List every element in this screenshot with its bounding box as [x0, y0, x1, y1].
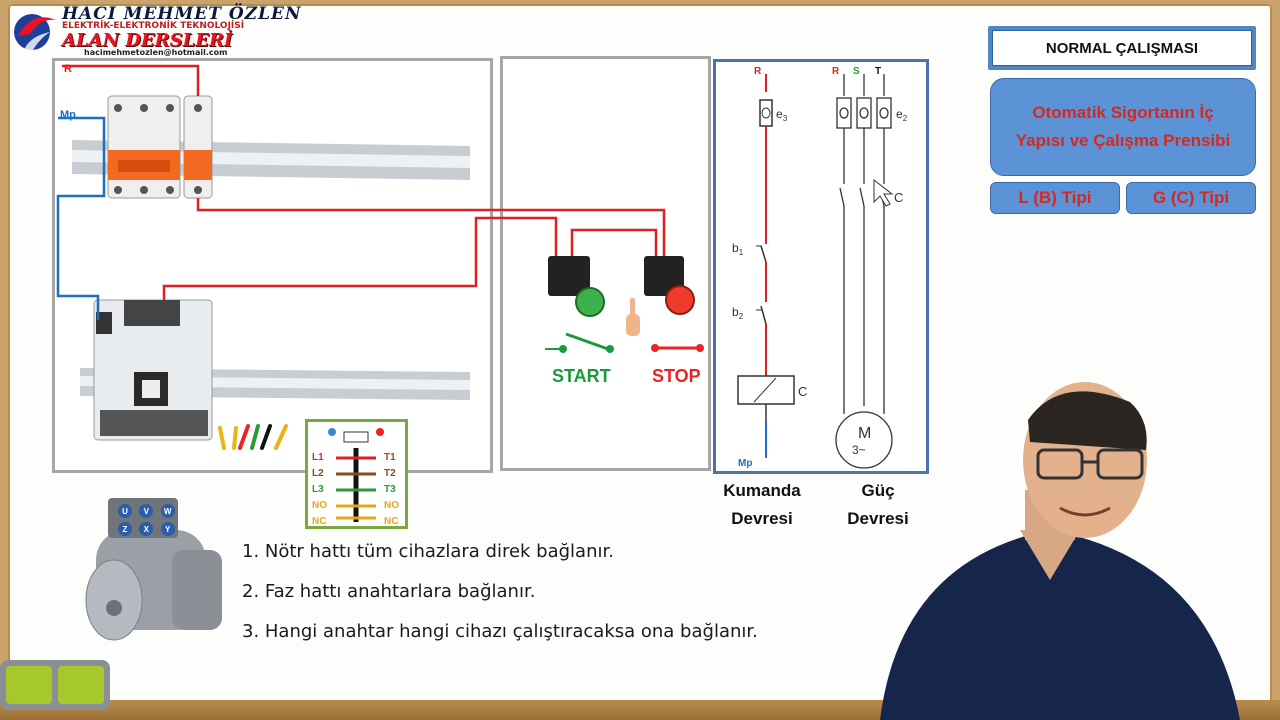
b1-label: b1 [732, 241, 744, 257]
l-type-button[interactable]: L (B) Tipi [990, 182, 1120, 214]
instruction-list: 1. Nötr hattı tüm cihazlara direk bağlan… [242, 540, 758, 660]
start-contact-symbol [545, 332, 614, 353]
e2-label: e2 [896, 107, 908, 123]
terminal-right-labels: T1 T2 T3 NO NC [384, 452, 399, 527]
motor-label: M [858, 425, 871, 442]
contact-label: C [894, 190, 903, 205]
electric-motor-image [85, 498, 222, 641]
jumper-wires [218, 424, 288, 450]
terminal-left-labels: L1 L2 L3 NO NC [312, 452, 327, 527]
instruction-item: 2. Faz hattı anahtarlara bağlanır. [242, 581, 536, 602]
motor-terminal: V [139, 504, 154, 518]
normal-operation-box: NORMAL ÇALIŞMASI [988, 26, 1256, 70]
button-b1-symbol [756, 242, 767, 263]
schematic-mp-label: Mp [738, 458, 752, 469]
contactor-terminal-legend: L1 L2 L3 NO NC T1 T2 T3 NO NC [305, 419, 408, 529]
presenter-video [880, 382, 1240, 720]
pointer-hand-icon [626, 298, 640, 336]
circuit-breaker-1p [183, 95, 213, 199]
phase-label: R [64, 63, 72, 75]
start-label: START [552, 366, 611, 386]
motor-terminal: Y [160, 522, 175, 536]
schematic-s-label: S [853, 66, 860, 77]
schematic-t-label: T [875, 66, 881, 77]
logo-title: ALAN DERSLERİ [62, 30, 233, 51]
motor-phase-label: 3~ [852, 443, 866, 457]
logo-icon [14, 14, 56, 52]
logo-subtitle: ELEKTRİK-ELEKTRONİK TEKNOLOJİSİ [62, 21, 245, 31]
circuit-breaker-3p [107, 95, 181, 199]
normal-operation-title: NORMAL ÇALIŞMASI [992, 30, 1252, 66]
instruction-item: 3. Hangi anahtar hangi cihazı çalıştırac… [242, 621, 758, 642]
stop-contact-symbol [651, 344, 704, 352]
power-lines [835, 74, 893, 469]
logo-email: hacimehmetozlen@hotmail.com [84, 48, 228, 57]
coil-c [737, 375, 795, 405]
control-power-schematic: R R S T e3 e2 b1 b2 C C Mp M 3~ [732, 66, 908, 469]
motor-terminal-box: U V W Z X Y [118, 504, 178, 536]
double-pushbutton-image [0, 660, 110, 710]
motor-terminal: W [160, 504, 175, 518]
start-pushbutton[interactable] [548, 256, 605, 317]
contactor [93, 299, 213, 441]
instruction-item: 1. Nötr hattı tüm cihazlara direk bağlan… [242, 541, 614, 562]
schematic-panel [713, 59, 929, 474]
stop-label: STOP [652, 366, 701, 386]
stop-pushbutton[interactable] [644, 256, 695, 315]
schematic-r-label: R [754, 66, 762, 77]
logo-name: HACI MEHMET ÖZLEN [62, 4, 302, 24]
mouse-cursor-icon [873, 178, 894, 207]
button-b2-symbol [756, 305, 767, 325]
terminal-legend-drawing [328, 428, 384, 522]
green-button-face [6, 666, 52, 704]
neutral-label: Mp [60, 109, 76, 121]
wiring-diagram: R Mp [56, 63, 704, 450]
motor-terminal: X [139, 522, 154, 536]
g-type-button[interactable]: G (C) Tipi [1126, 182, 1256, 214]
e3-label: e3 [776, 107, 788, 123]
b2-label: b2 [732, 305, 744, 321]
phase-wires [62, 64, 666, 300]
green-button-face [58, 666, 104, 704]
neutral-wires [56, 116, 106, 320]
coil-label: C [798, 384, 807, 399]
motor-terminal: Z [118, 522, 132, 536]
breaker-topic-button[interactable]: Otomatik Sigortanın İç Yapısı ve Çalışma… [990, 78, 1256, 176]
motor-terminal: U [118, 504, 132, 518]
schematic-r2-label: R [832, 66, 840, 77]
